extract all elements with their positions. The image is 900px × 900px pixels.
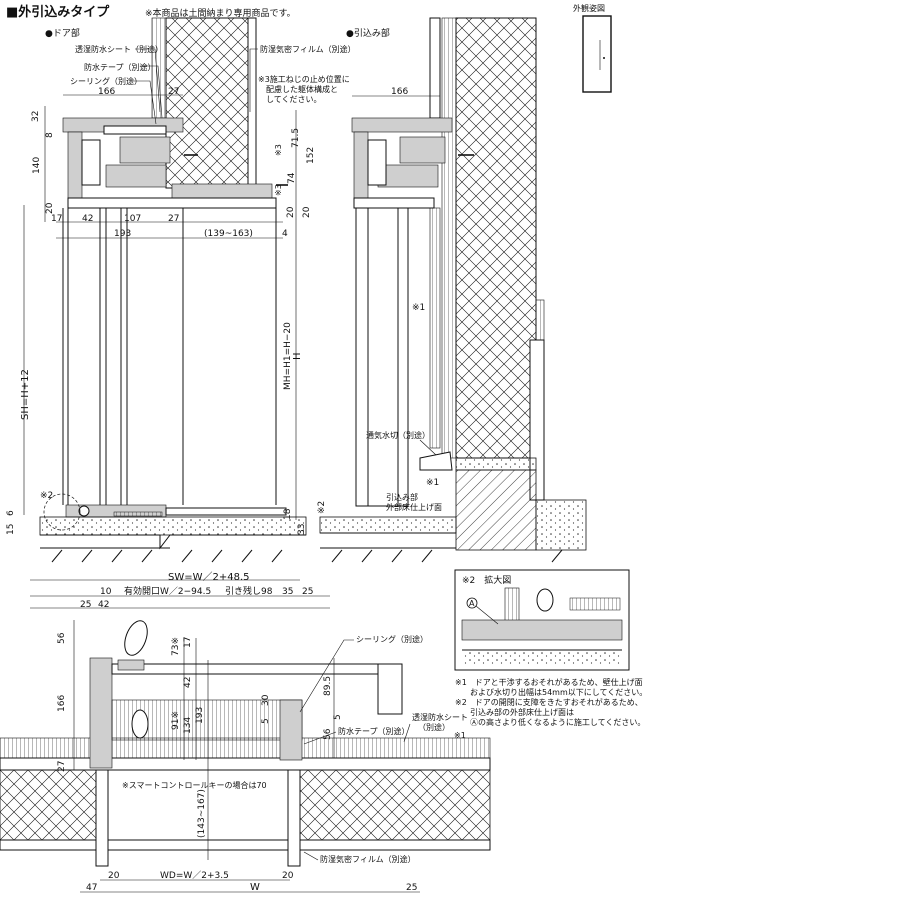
plan-dim-42b: 42	[183, 677, 193, 688]
dim-20a: 20	[45, 202, 55, 214]
dim-opening: 有効開口W／2−94.5	[124, 585, 211, 597]
plan-dim-25c: 25	[406, 883, 417, 893]
pocket-section: ●引込み部 166	[317, 17, 587, 563]
plan-dim-27: 27	[57, 761, 67, 772]
dim-20c: 20	[302, 206, 312, 218]
dim-193: 193	[114, 229, 131, 239]
pocket-ground-hatch	[331, 549, 563, 563]
smart-key-note: ※スマートコントロールキーの場合は70	[122, 780, 267, 790]
plan-dim-143-167: (143~167)	[197, 789, 207, 838]
dim-27a: 27	[168, 87, 179, 97]
callout-kimitsu-film: 防湿気密フィルム（別途）	[260, 44, 356, 54]
dim-4: 4	[282, 229, 288, 239]
dim-hikinokoshi: 引き残し98	[225, 585, 273, 597]
mark3b: ※3	[274, 184, 283, 196]
floor-line2: 外部床仕上げ面	[386, 502, 442, 512]
exterior-view-icon	[582, 15, 612, 93]
plan-callout-kimitsu-film: 防湿気密フィルム（別途）	[320, 854, 416, 864]
dim-71-5: 71.5	[291, 128, 301, 148]
dim-mh: MH=H1=H−20	[283, 322, 293, 390]
plan-dim-35: 35	[282, 587, 293, 597]
note2-line3: Ⓐの高さより低くなるように施工してください。	[470, 717, 645, 727]
plan-callout-betto: （別途）	[418, 722, 450, 732]
dim-139-163: (139~163)	[204, 229, 253, 239]
dim-8: 8	[45, 132, 55, 138]
plan-dim-5b: 5	[333, 714, 343, 720]
plan-dim-56b: 56	[323, 728, 333, 740]
header-note: ※本商品は土間納まり専用商品です。	[145, 7, 296, 19]
mark3a: ※3	[274, 144, 283, 156]
note3-line2: 配慮した躯体構成と	[266, 84, 338, 94]
pocket-section-label: ●引込み部	[346, 27, 390, 39]
plan-dim-89-5: 89.5	[323, 676, 333, 696]
plan-mark1: ※1	[454, 731, 466, 740]
plan-dim-30: 30	[261, 694, 271, 706]
dim-140: 140	[32, 157, 42, 174]
plan-dim-25a: 25	[80, 600, 91, 610]
dim-wd: WD=W／2+3.5	[160, 870, 229, 881]
callout-bousui-tape: 防水テープ（別途）	[84, 62, 156, 72]
page-title: ■外引込みタイプ	[6, 4, 110, 20]
plan-dim-20b: 20	[282, 871, 294, 881]
dim-33: 33	[297, 524, 307, 535]
mark2-door: ※2	[40, 491, 53, 501]
plan-dim-73: 73※	[171, 637, 181, 656]
dim-sw: SW=W／2+48.5	[168, 571, 250, 583]
dim-w: W	[250, 882, 260, 893]
pocket-mark2: ※2	[317, 501, 327, 514]
plan-dim-17: 17	[183, 637, 193, 648]
plan-callout-tousitsu-sheet: 透湿防水シート	[412, 712, 468, 722]
dim-27b: 27	[168, 214, 179, 224]
dim-74: 74	[287, 172, 297, 184]
callout-tousitsu-sheet: 透湿防水シート（別途）	[75, 44, 163, 54]
exterior-view-label: 外観姿図	[573, 3, 605, 13]
dim-18: 18	[283, 508, 293, 520]
note2-line2: 引込み部の外部床仕上げ面は	[470, 707, 574, 717]
dim-6: 6	[6, 510, 16, 516]
plan-dim-91: 91※	[171, 711, 181, 730]
note3-line1: ※3施工ねじの止め位置に	[258, 74, 350, 84]
note1-line2: および水切り出幅は54mm以下にしてください。	[470, 687, 647, 697]
note2-line1: ※2 ドアの開閉に支障をきたすおそれがあるため、	[455, 697, 643, 707]
plan-dim-134: 134	[183, 717, 193, 734]
note3-line3: してください。	[266, 95, 322, 104]
dim-152: 152	[306, 147, 316, 164]
dim-32: 32	[31, 111, 41, 122]
plan-dim-193: 193	[195, 707, 205, 724]
dim-166: 166	[98, 87, 115, 97]
callout-tsuki-mizukiri: 通気水切（別途）	[366, 430, 430, 440]
dim-h: H	[292, 352, 303, 360]
dim-15: 15	[6, 524, 16, 535]
plan-callout-bousui-tape: 防水テープ（別途）	[338, 726, 410, 736]
enlarged-detail: ※2 拡大図 A	[454, 569, 630, 671]
dim-sh: SH=H+12	[20, 369, 31, 420]
plan-callout-sealing: シーリング（別途）	[356, 634, 428, 644]
plan-dim-25b: 25	[302, 587, 313, 597]
dim-42: 42	[82, 214, 93, 224]
marker-a: A	[469, 599, 475, 608]
plan-dim-56a: 56	[57, 632, 67, 644]
note1-line1: ※1 ドアと干渉するおそれがあるため、壁仕上げ面	[455, 677, 643, 687]
plan-dim-166: 166	[57, 695, 67, 712]
door-section-label: ●ドア部	[45, 27, 80, 39]
plan-dim-42: 42	[98, 600, 109, 610]
ground-hatch	[51, 549, 283, 563]
plan-dim-10: 10	[100, 587, 112, 597]
enlarged-title: ※2 拡大図	[462, 574, 511, 586]
pocket-mark1: ※1	[412, 303, 425, 313]
pocket-mark1b: ※1	[426, 478, 439, 488]
dim-20b: 20	[286, 206, 296, 218]
dim-107: 107	[124, 214, 141, 224]
notes: ※1 ドアと干渉するおそれがあるため、壁仕上げ面 および水切り出幅は54mm以下…	[455, 677, 647, 727]
door-section: ●ドア部	[6, 17, 356, 563]
plan-dim-20a: 20	[108, 871, 120, 881]
callout-sealing: シーリング（別途）	[70, 76, 142, 86]
plan-dim-47: 47	[86, 883, 97, 893]
plan-view: SW=W／2+48.5 10 有効開口W／2−94.5 引き残し98 35 25…	[0, 571, 491, 893]
pocket-dim-166: 166	[391, 87, 408, 97]
dim-17: 17	[51, 214, 62, 224]
floor-line1: 引込み部	[386, 492, 418, 502]
plan-dim-5a: 5	[261, 718, 271, 724]
